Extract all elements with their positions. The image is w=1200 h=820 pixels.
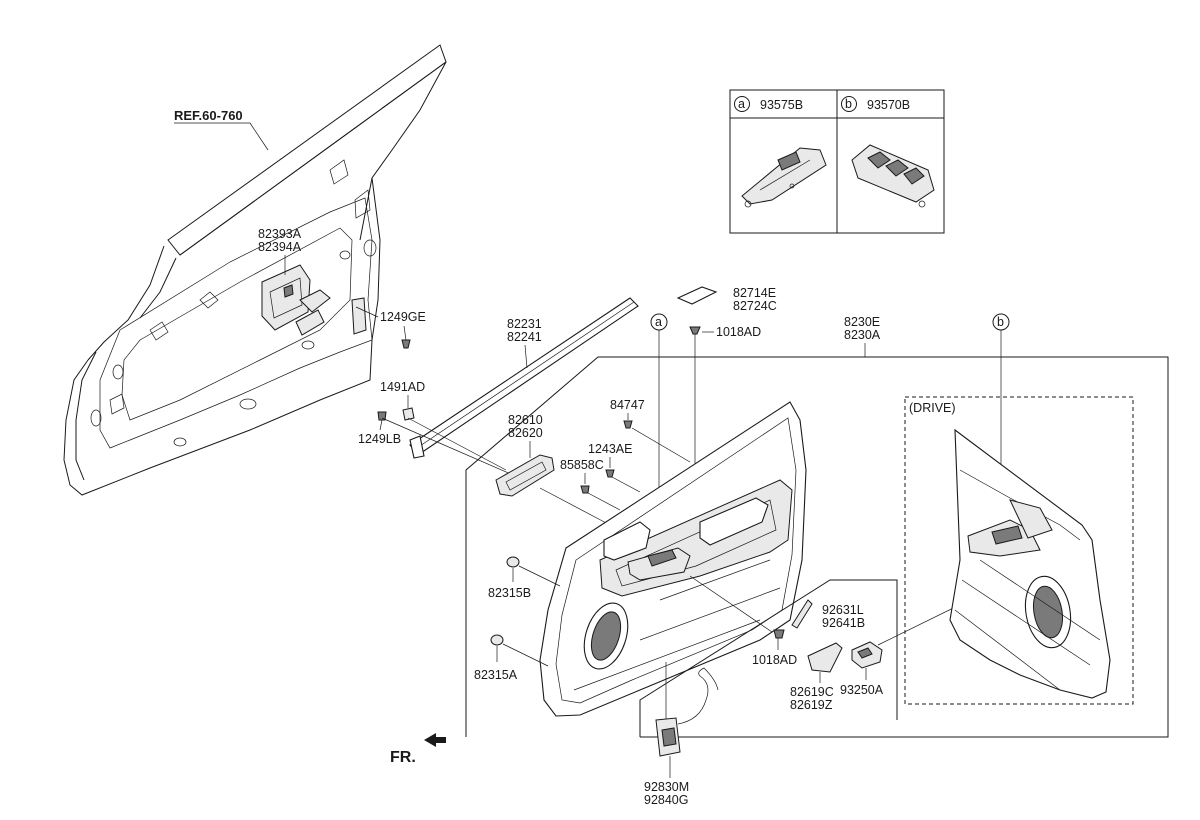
legend-marker-a [734, 96, 750, 112]
part-82620: 82620 [508, 426, 543, 440]
door-frame [63, 44, 447, 496]
callout-a-letter: a [655, 315, 662, 329]
part-82315B: 82315B [488, 586, 531, 600]
callout-82315B: 82315B 82315A [474, 556, 561, 682]
part-82724C: 82724C [733, 299, 777, 313]
part-82619Z: 82619Z [790, 698, 833, 712]
legend-marker-b [841, 96, 857, 112]
trim-notch [639, 579, 898, 737]
part-1249LB: 1249LB [358, 432, 401, 446]
part-92641B: 92641B [822, 616, 865, 630]
part-92840G: 92840G [644, 793, 688, 807]
callout-82619C: 82619C 82619Z [790, 642, 843, 712]
part-84747: 84747 [610, 398, 645, 412]
part-82610: 82610 [508, 413, 543, 427]
belt-moulding: 82231 82241 [409, 297, 639, 459]
part-82619C: 82619C [790, 685, 834, 699]
callout-1491AD: 1491AD 1249LB [358, 380, 521, 479]
legend-b-letter: b [845, 97, 852, 111]
part-82714E: 82714E [733, 286, 776, 300]
part-82394A: 82394A [258, 240, 302, 254]
callout-b-letter: b [997, 315, 1004, 329]
drive-label: (DRIVE) [909, 401, 956, 415]
part-82241: 82241 [507, 330, 542, 344]
part-92830M: 92830M [644, 780, 689, 794]
part-8230A: 8230A [844, 328, 881, 342]
callout-1018AD-bottom: 1018AD [689, 575, 797, 667]
part-85858C: 85858C [560, 458, 604, 472]
part-1491AD: 1491AD [380, 380, 425, 394]
front-arrow-icon [424, 733, 446, 747]
part-1018AD-top: 1018AD [716, 325, 761, 339]
part-1249GE: 1249GE [380, 310, 426, 324]
trim-panel-box: 8230E 8230A [465, 315, 1169, 738]
part-82315A: 82315A [474, 668, 518, 682]
drive-detail: (DRIVE) [904, 396, 1134, 705]
callout-1249GE: 1249GE [355, 306, 426, 349]
callout-82610: 82610 82620 [495, 413, 611, 526]
reference-callout: REF.60-760 [174, 108, 269, 151]
legend-a-letter: a [738, 97, 745, 111]
callout-1243AE: 1243AE 85858C [560, 442, 641, 511]
part-82393A: 82393A [258, 227, 302, 241]
part-1018AD-bottom: 1018AD [752, 653, 797, 667]
legend-a-part: 93575B [760, 98, 803, 112]
front-direction: FR. [390, 733, 446, 766]
part-1243AE: 1243AE [588, 442, 632, 456]
callout-82393A: 82393A 82394A [258, 227, 302, 275]
callout-82714E: 82714E 82724C [676, 286, 777, 313]
callout-92631L: 92631L 92641B [791, 599, 865, 630]
reference-label: REF.60-760 [174, 108, 243, 123]
part-8230E: 8230E [844, 315, 880, 329]
front-label: FR. [390, 749, 416, 766]
callout-84747: 84747 [610, 398, 691, 463]
callout-92830M: 92830M 92840G [644, 662, 719, 807]
part-93250A: 93250A [840, 683, 884, 697]
door-trim-panel [539, 401, 807, 717]
callout-93250A: 93250A [840, 589, 991, 697]
part-92631L: 92631L [822, 603, 864, 617]
part-82231: 82231 [507, 317, 542, 331]
legend-b-part: 93570B [867, 98, 910, 112]
legend-table: a 93575B b 93570B [729, 89, 945, 234]
